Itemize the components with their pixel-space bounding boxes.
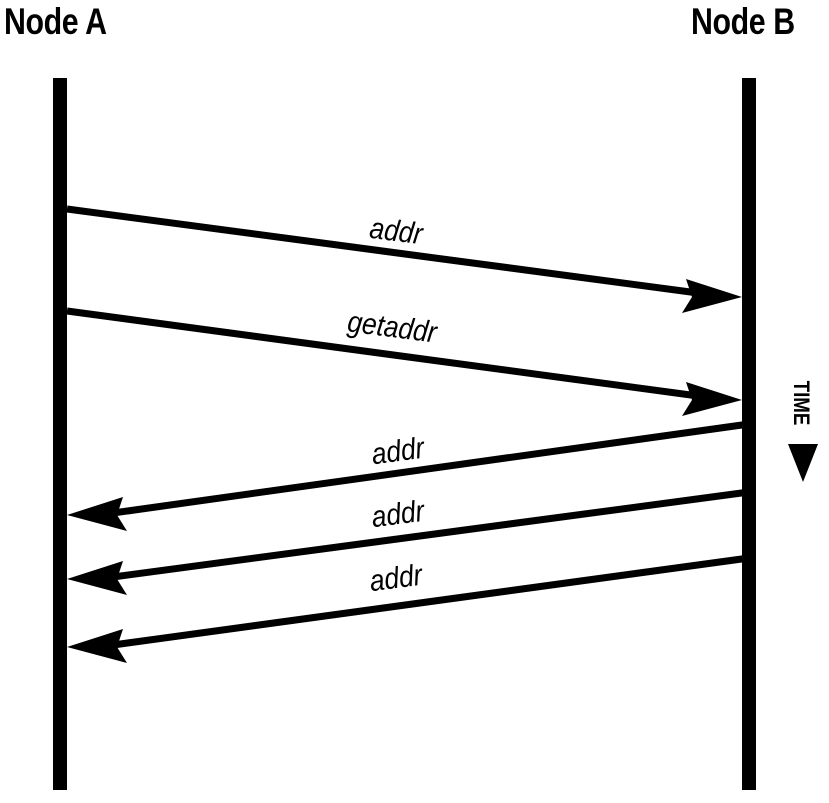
message-arrow-4 — [67, 488, 750, 595]
message-label-4: addr — [369, 494, 427, 535]
lifeline-node-a — [53, 78, 67, 790]
arrowhead-left-icon — [67, 629, 127, 663]
participant-label-node-a: Node A — [4, 1, 107, 42]
arrowhead-left-icon — [67, 497, 127, 531]
message-label-5: addr — [367, 558, 425, 599]
lifeline-node-b — [742, 78, 756, 790]
time-axis: TIME — [782, 366, 826, 484]
message-label-1: addr — [367, 211, 425, 252]
message-label-3: addr — [369, 431, 427, 472]
arrowhead-right-icon — [682, 382, 742, 416]
message-arrow-1 — [66, 205, 742, 313]
arrowhead-right-icon — [682, 279, 742, 313]
message-arrow-5 — [67, 554, 750, 663]
arrow-down-icon — [788, 444, 818, 482]
arrowhead-left-icon — [67, 561, 127, 595]
message-arrow-2 — [66, 307, 742, 416]
time-axis-label: TIME — [789, 380, 814, 426]
message-arrow-3 — [67, 420, 750, 531]
participant-label-node-b: Node B — [691, 1, 795, 42]
